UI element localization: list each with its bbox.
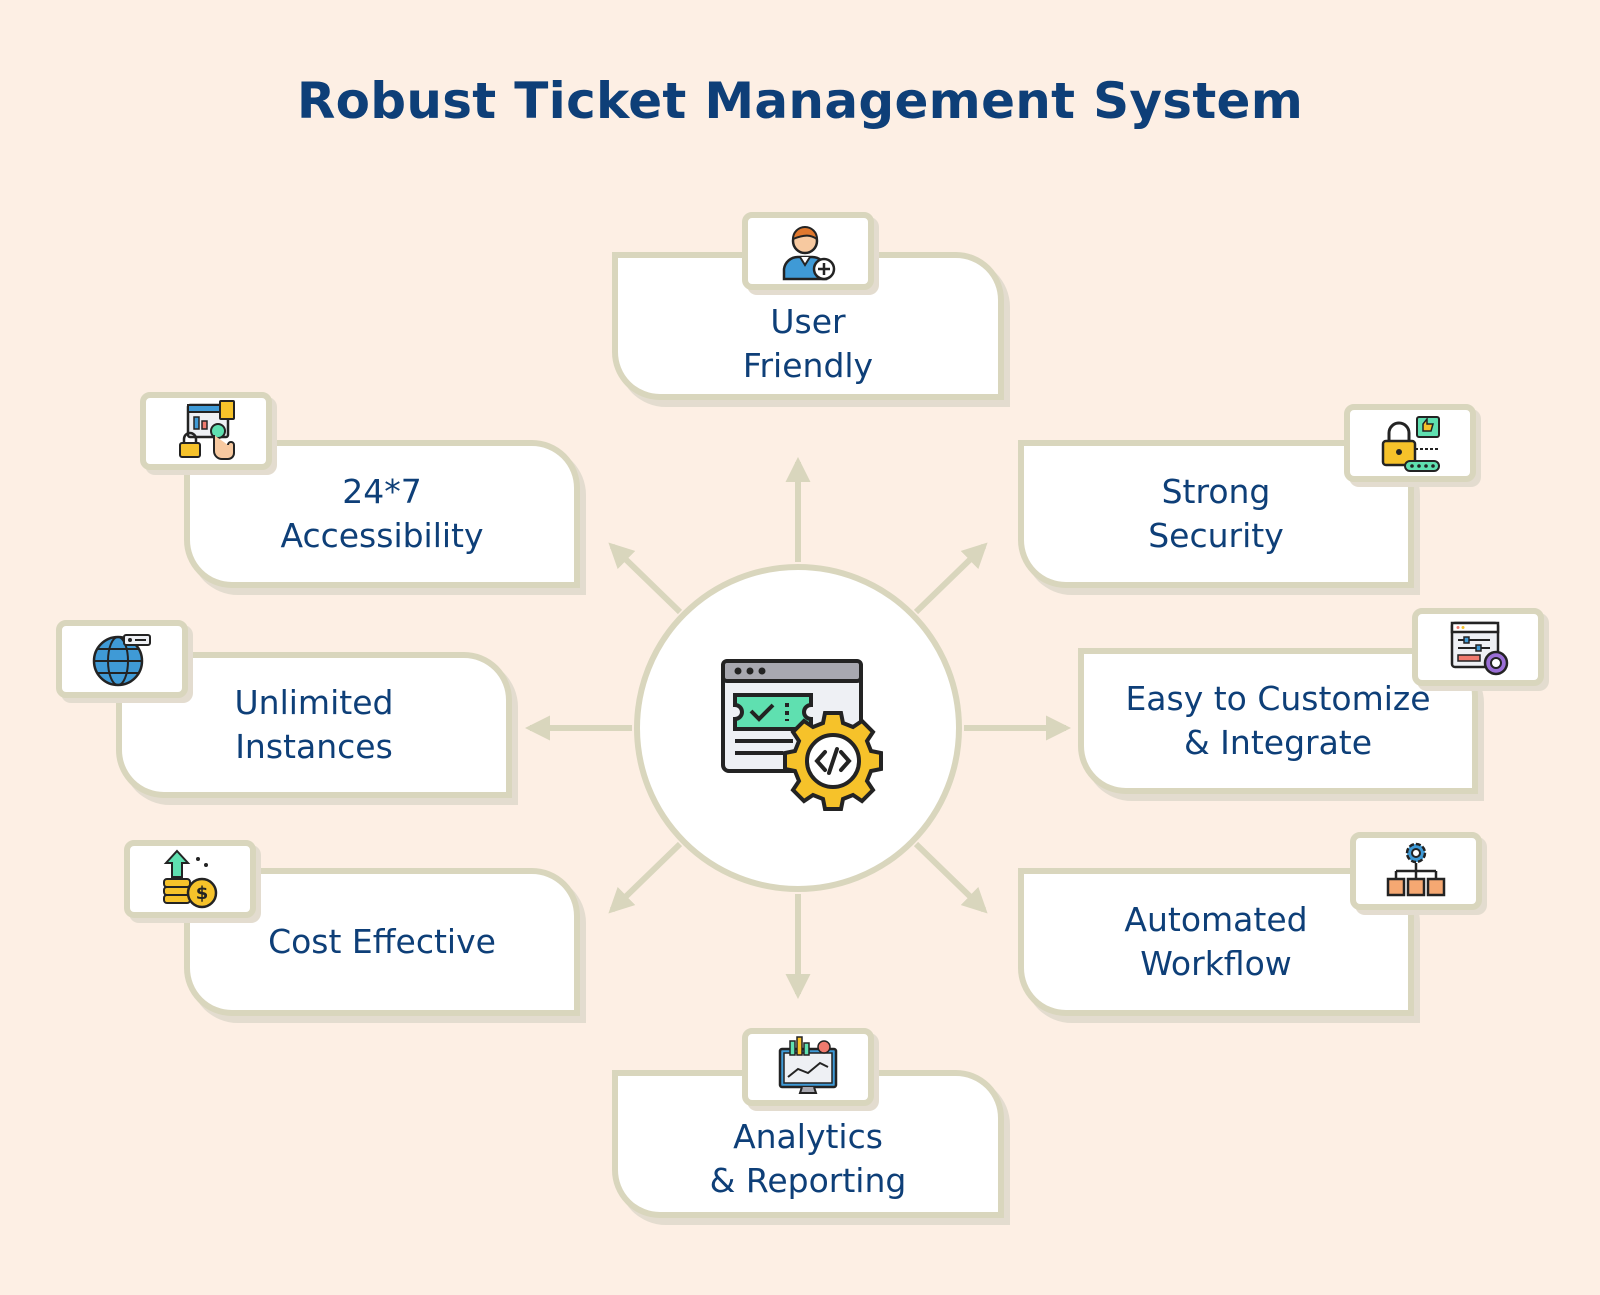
feature-tab-customize-integrate (1412, 608, 1544, 686)
feature-card-cost-effective: Cost Effective (184, 868, 580, 1016)
feature-label: User Friendly (742, 302, 874, 385)
feature-tab-automated-workflow (1350, 832, 1482, 910)
gear-hierarchy-icon (1386, 842, 1446, 897)
feature-label: Unlimited Instances (234, 683, 394, 766)
arrow-down-left (608, 841, 683, 914)
feature-tab-analytics-reporting (742, 1028, 874, 1106)
feature-tab-strong-security (1344, 404, 1476, 482)
arrow-down-right (913, 841, 988, 914)
settings-window-icon (1450, 621, 1509, 676)
feature-label: Automated Workflow (1124, 900, 1308, 983)
globe-icon (92, 634, 151, 687)
central-hub (634, 564, 962, 892)
feature-label: 24*7 Accessibility (280, 472, 484, 555)
feature-label: Easy to Customize & Integrate (1125, 679, 1431, 762)
feature-card-analytics-reporting: Analytics & Reporting (612, 1070, 1004, 1218)
feature-tab-cost-effective: $ (124, 840, 256, 918)
lock-password-icon (1381, 416, 1440, 472)
feature-label: Analytics & Reporting (709, 1117, 907, 1200)
feature-card-customize-integrate: Easy to Customize & Integrate (1078, 648, 1478, 794)
feature-tab-accessibility (140, 392, 272, 470)
feature-card-automated-workflow: Automated Workflow (1018, 868, 1414, 1016)
svg-text:$: $ (196, 883, 209, 904)
arrow-up-right (913, 542, 988, 615)
dashboard-touch-icon (179, 400, 235, 460)
feature-tab-user-friendly (742, 212, 874, 290)
arrow-up-left (608, 542, 683, 615)
ticket-gear-code-icon (721, 659, 883, 811)
feature-tab-unlimited-instances (56, 620, 188, 698)
monitor-chart-icon (778, 1036, 838, 1094)
user-add-icon (782, 226, 836, 281)
feature-label: Cost Effective (268, 922, 496, 961)
page-title: Robust Ticket Management System (296, 72, 1304, 130)
feature-label: Strong Security (1148, 472, 1284, 555)
coins-dollar-icon: $ (163, 849, 218, 909)
